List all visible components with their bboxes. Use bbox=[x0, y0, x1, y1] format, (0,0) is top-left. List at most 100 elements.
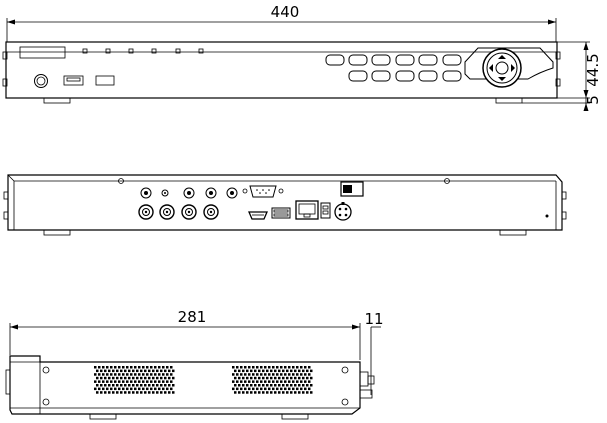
vent-hole bbox=[304, 387, 307, 391]
vent-hole bbox=[254, 376, 257, 380]
front-buttons bbox=[325, 54, 462, 82]
vent-hole bbox=[132, 369, 135, 373]
vent-hole bbox=[128, 384, 131, 387]
vent-hole bbox=[304, 366, 307, 369]
vent-hole bbox=[152, 369, 155, 373]
vent-hole bbox=[306, 369, 309, 373]
vent-hole bbox=[262, 369, 265, 373]
vent-hole bbox=[308, 366, 311, 369]
vent-hole bbox=[116, 376, 119, 380]
vent-hole bbox=[100, 376, 103, 380]
status-leds bbox=[82, 48, 204, 54]
vent-hole bbox=[290, 376, 293, 380]
vent-hole bbox=[276, 373, 279, 376]
vent-hole bbox=[162, 380, 165, 383]
vent-hole bbox=[124, 384, 127, 387]
vent-hole bbox=[172, 369, 175, 373]
vent-hole bbox=[282, 384, 285, 387]
vent-hole bbox=[138, 366, 141, 369]
vent-hole bbox=[102, 366, 105, 369]
foot bbox=[495, 97, 523, 104]
vent-hole bbox=[248, 366, 251, 369]
vent-hole bbox=[144, 391, 147, 394]
vent-hole bbox=[126, 380, 129, 383]
vent-hole bbox=[128, 369, 131, 373]
vent-hole bbox=[108, 376, 111, 380]
vent-hole bbox=[134, 387, 137, 391]
vent-hole bbox=[234, 369, 237, 373]
vent-hole bbox=[264, 380, 267, 383]
vent-hole bbox=[146, 380, 149, 383]
vent-hole bbox=[304, 373, 307, 376]
vent-hole bbox=[110, 366, 113, 369]
vent-hole bbox=[290, 384, 293, 387]
vent-hole bbox=[128, 391, 131, 394]
connector-label: 11 bbox=[364, 310, 383, 328]
vent-hole bbox=[290, 391, 293, 394]
vent-hole bbox=[142, 366, 145, 369]
vent-hole bbox=[168, 391, 171, 394]
vent-hole bbox=[268, 366, 271, 369]
vent-hole bbox=[98, 380, 101, 383]
vent-hole bbox=[244, 373, 247, 376]
vent-hole bbox=[138, 387, 141, 391]
vent-hole bbox=[280, 373, 283, 376]
vent-hole bbox=[296, 373, 299, 376]
vent-hole bbox=[120, 391, 123, 394]
vent-hole bbox=[142, 380, 145, 383]
vent-hole bbox=[244, 380, 247, 383]
vent-hole bbox=[288, 373, 291, 376]
vent-hole bbox=[154, 366, 157, 369]
vent-hole bbox=[112, 376, 115, 380]
vent-hole bbox=[130, 380, 133, 383]
vent-hole bbox=[156, 369, 159, 373]
vent-hole bbox=[140, 384, 143, 387]
vent-hole bbox=[302, 376, 305, 380]
vent-hole bbox=[148, 369, 151, 373]
vent-hole bbox=[238, 384, 241, 387]
foot bbox=[89, 413, 117, 420]
vent-hole bbox=[294, 384, 297, 387]
vent-grille bbox=[94, 366, 175, 394]
vent-hole bbox=[298, 369, 301, 373]
vent-hole bbox=[146, 387, 149, 391]
vent-hole bbox=[170, 366, 173, 369]
vent-hole bbox=[302, 391, 305, 394]
power-switch bbox=[340, 181, 364, 197]
vent-hole bbox=[294, 391, 297, 394]
vent-hole bbox=[264, 366, 267, 369]
vent-hole bbox=[158, 373, 161, 376]
vent-hole bbox=[116, 369, 119, 373]
vent-hole bbox=[268, 373, 271, 376]
vent-hole bbox=[94, 366, 97, 369]
display-window bbox=[19, 46, 66, 59]
vent-hole bbox=[102, 387, 105, 391]
foot-height-label: 5 bbox=[584, 95, 602, 105]
vent-hole bbox=[94, 373, 97, 376]
vent-hole bbox=[156, 376, 159, 380]
vent-hole bbox=[288, 366, 291, 369]
vent-hole bbox=[280, 366, 283, 369]
vent-hole bbox=[138, 380, 141, 383]
vent-hole bbox=[234, 391, 237, 394]
front-panel bbox=[5, 41, 558, 99]
vent-hole bbox=[112, 384, 115, 387]
vent-hole bbox=[276, 380, 279, 383]
vent-hole bbox=[130, 387, 133, 391]
vent-hole bbox=[286, 384, 289, 387]
vent-hole bbox=[242, 391, 245, 394]
vent-hole bbox=[274, 384, 277, 387]
vent-hole bbox=[146, 366, 149, 369]
vent-hole bbox=[134, 366, 137, 369]
vent-hole bbox=[252, 366, 255, 369]
vent-hole bbox=[136, 391, 139, 394]
vent-hole bbox=[256, 387, 259, 391]
power-connector bbox=[334, 202, 352, 221]
vent-hole bbox=[168, 376, 171, 380]
vent-hole bbox=[284, 373, 287, 376]
vent-hole bbox=[282, 376, 285, 380]
vent-hole bbox=[236, 380, 239, 383]
vent-hole bbox=[252, 380, 255, 383]
vent-hole bbox=[154, 387, 157, 391]
